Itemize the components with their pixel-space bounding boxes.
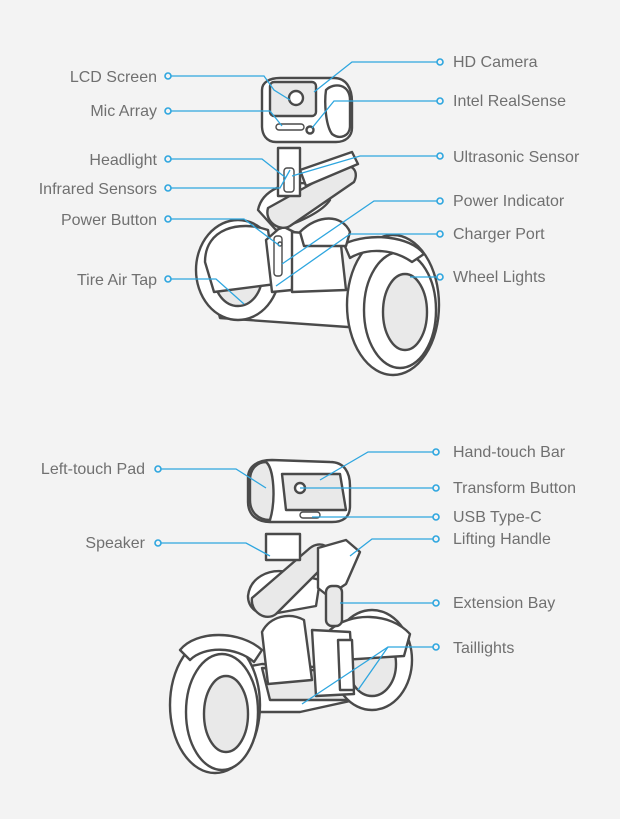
label-ultrasonic-sensor: Ultrasonic Sensor [453, 149, 580, 166]
dot-power-indicator [436, 197, 444, 205]
dot-taillights [432, 643, 440, 651]
leader-power-indicator [281, 200, 440, 265]
label-lifting-handle: Lifting Handle [453, 531, 551, 548]
leader-charger-port [275, 233, 440, 287]
label-extension-bay: Extension Bay [453, 595, 555, 612]
leader-taillights-2 [357, 646, 389, 691]
dot-lcd-screen [164, 72, 172, 80]
label-speaker: Speaker [85, 535, 145, 552]
label-power-indicator: Power Indicator [453, 193, 565, 210]
leader-hd-camera [313, 61, 440, 93]
leader-lcd-screen [168, 75, 291, 101]
leader-power-button [168, 218, 281, 247]
dot-speaker [154, 539, 162, 547]
label-wheel-lights: Wheel Lights [453, 269, 546, 286]
label-tire-air-tap: Tire Air Tap [77, 272, 157, 289]
label-taillights: Taillights [453, 640, 514, 657]
dot-headlight [164, 155, 172, 163]
dot-usb-type-c [432, 513, 440, 521]
dot-hd-camera [436, 58, 444, 66]
dot-mic-array [164, 107, 172, 115]
label-intel-realsense: Intel RealSense [453, 93, 566, 110]
label-infrared-sensors: Infrared Sensors [39, 181, 157, 198]
label-transform-button: Transform Button [453, 480, 576, 497]
leader-mic-array [168, 110, 283, 127]
leader-speaker [158, 542, 271, 557]
leader-ultrasonic-sensor [291, 155, 440, 177]
label-left-touch-pad: Left-touch Pad [41, 461, 145, 478]
label-lcd-screen: LCD Screen [70, 69, 157, 86]
robot-rear-illustration [168, 458, 414, 775]
labels-top: LCD Screen Mic Array Headlight Infrared … [39, 54, 580, 289]
label-mic-array: Mic Array [90, 103, 157, 120]
leader-lifting-handle [349, 538, 436, 557]
label-headlight: Headlight [89, 152, 157, 169]
label-charger-port: Charger Port [453, 226, 545, 243]
dot-transform-button [432, 484, 440, 492]
dot-tire-air-tap [164, 275, 172, 283]
dot-charger-port [436, 230, 444, 238]
label-hand-touch-bar: Hand-touch Bar [453, 444, 566, 461]
labels-bottom: Left-touch Pad Speaker Hand-touch Bar Tr… [41, 444, 576, 657]
dot-ultrasonic-sensor [436, 152, 444, 160]
leader-headlight [168, 158, 287, 179]
dot-lifting-handle [432, 535, 440, 543]
robot-front-illustration [194, 76, 441, 377]
dot-left-touch-pad [154, 465, 162, 473]
dot-power-button [164, 215, 172, 223]
leader-intel-realsense [311, 100, 440, 129]
label-hd-camera: HD Camera [453, 54, 538, 71]
dot-hand-touch-bar [432, 448, 440, 456]
leader-tire-air-tap [168, 278, 245, 305]
leader-lines [158, 61, 440, 705]
leader-left-touch-pad [158, 468, 267, 489]
dot-infrared-sensors [164, 184, 172, 192]
dot-intel-realsense [436, 97, 444, 105]
dot-wheel-lights [436, 273, 444, 281]
dot-extension-bay [432, 599, 440, 607]
label-power-button: Power Button [61, 212, 157, 229]
leader-hand-touch-bar [319, 451, 436, 481]
label-usb-type-c: USB Type-C [453, 509, 542, 526]
leader-infrared-sensors [168, 169, 291, 189]
leader-dots [154, 58, 444, 651]
